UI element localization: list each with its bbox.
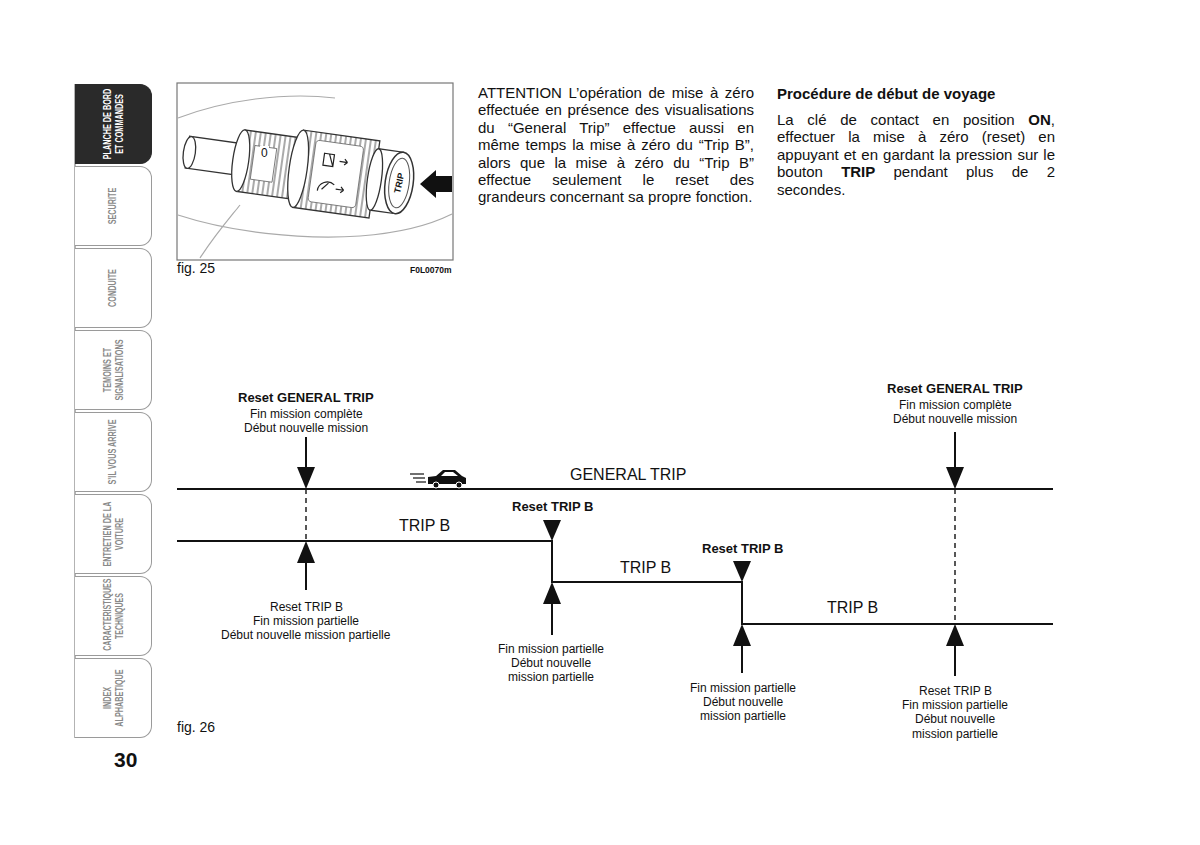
text-label: Fin mission complète <box>899 398 1012 412</box>
text-label: Reset TRIP B <box>270 600 343 614</box>
text-label: Début nouvelle <box>511 656 591 670</box>
text-label: Fin mission partielle <box>690 681 796 695</box>
text-label: Reset GENERAL TRIP <box>238 391 374 405</box>
text-label: F0L0070m <box>410 263 452 277</box>
text-label: 0 <box>260 146 269 160</box>
instruction-text: TRIP <box>841 163 875 180</box>
car-icon <box>410 470 466 488</box>
text-label: fig. 26 <box>177 720 215 734</box>
section-tab: S’IL VOUS ARRIVE <box>75 412 152 492</box>
text-label: Reset TRIP B <box>512 500 593 514</box>
section-tab: TEMOINS ET SIGNALISATIONS <box>75 330 152 410</box>
page-number: 30 <box>114 748 137 772</box>
text-label: Fin mission partielle <box>902 698 1008 712</box>
trip-line-label: TRIP B <box>827 599 878 617</box>
tab-label: S’IL VOUS ARRIVE <box>107 416 119 488</box>
stalk-illustration <box>177 83 453 260</box>
trip-timeline <box>177 432 1053 676</box>
trip-line-label: GENERAL TRIP <box>570 466 686 484</box>
text-label: Fin mission complète <box>250 407 363 421</box>
text-label: Début nouvelle mission partielle <box>221 628 390 642</box>
tab-label: CONDUITE <box>107 252 119 324</box>
section-tab: CONDUITE <box>75 248 152 328</box>
timeline-arrowheads <box>297 467 964 646</box>
instruction-text: La clé de contact en position <box>777 111 1015 128</box>
section-tab: INDEX ALPHABETIQUE <box>75 658 152 738</box>
text-label: fig. 25 <box>177 261 215 275</box>
text-label: Fin mission partielle <box>253 614 359 628</box>
text-label: Reset TRIP B <box>919 684 992 698</box>
text-label: mission partielle <box>700 709 786 723</box>
tab-label: CARACTERISTIQUES TECHNIQUES <box>102 581 125 650</box>
instruction-paragraph: La clé de contact en position ON, effect… <box>777 111 1055 198</box>
section-tab: SECURITE <box>75 166 152 246</box>
text-label: Reset GENERAL TRIP <box>887 382 1023 396</box>
section-tab: PLANCHE DE BORD ET COMMANDES <box>75 84 152 164</box>
tab-label: PLANCHE DE BORD ET COMMANDES <box>102 88 125 160</box>
trip-line-label: TRIP B <box>399 517 450 535</box>
section-tab: CARACTERISTIQUES TECHNIQUES <box>75 576 152 656</box>
text-label: Fin mission partielle <box>498 642 604 656</box>
text-label: Reset TRIP B <box>702 542 783 556</box>
tab-label: TEMOINS ET SIGNALISATIONS <box>102 334 125 406</box>
tab-label: SECURITE <box>107 170 119 242</box>
instruction-text: ON <box>1028 111 1051 128</box>
text-label: mission partielle <box>912 727 998 741</box>
text-label: mission partielle <box>508 670 594 684</box>
text-label: Début nouvelle <box>915 712 995 726</box>
trip-line-label: TRIP B <box>620 559 671 577</box>
tab-label: ENTRETIEN DE LA VOITURE <box>102 498 125 570</box>
section-tab: ENTRETIEN DE LA VOITURE <box>75 494 152 574</box>
text-label: Début nouvelle mission <box>893 412 1017 426</box>
text-label: Début nouvelle <box>703 695 783 709</box>
text-label: Début nouvelle mission <box>244 421 368 435</box>
attention-note: ATTENTION L’opération de mise à zéro eff… <box>478 84 754 206</box>
text-label: Procédure de début de voyage <box>777 85 995 103</box>
tab-label: INDEX ALPHABETIQUE <box>102 662 125 734</box>
